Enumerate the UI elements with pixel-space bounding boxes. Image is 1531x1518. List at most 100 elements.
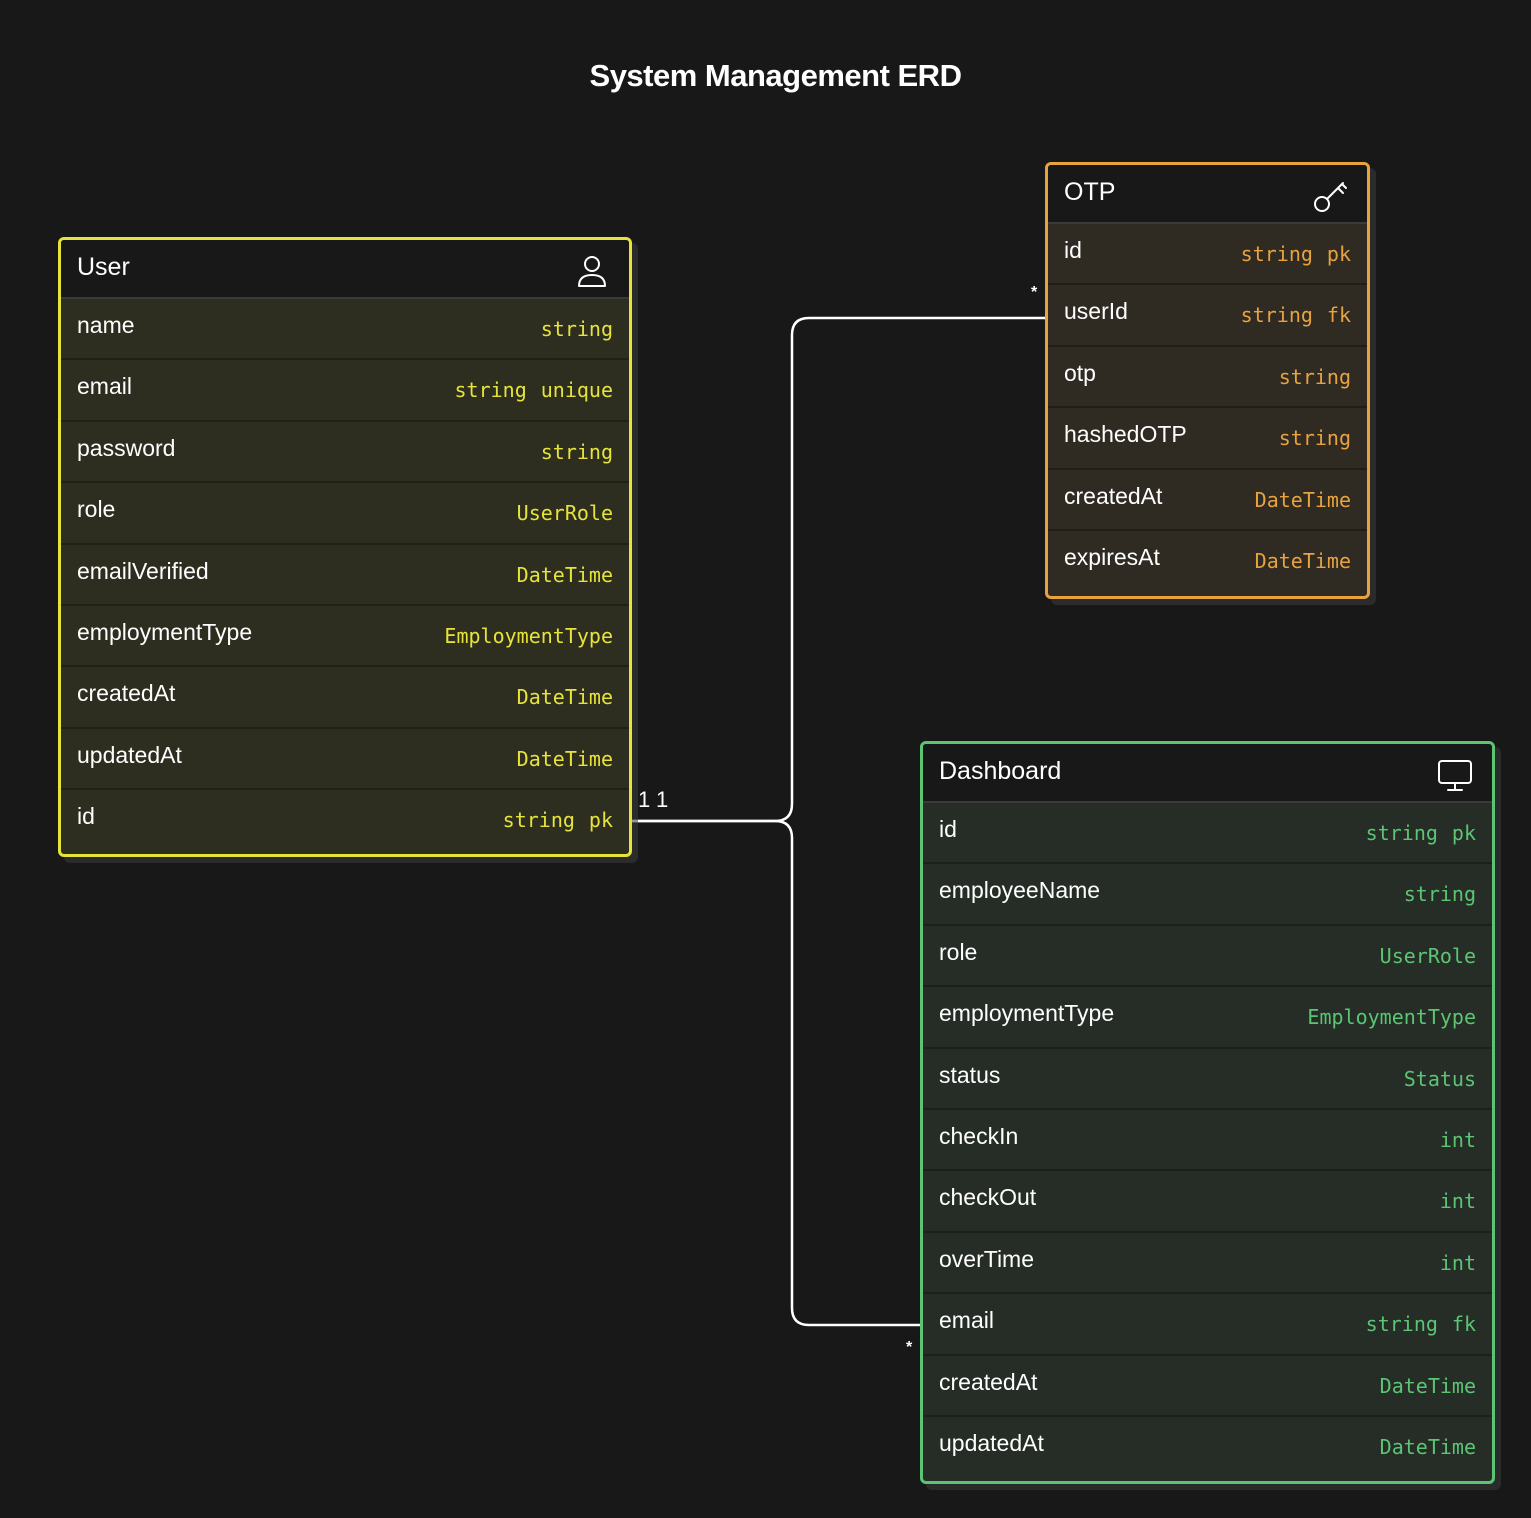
- attribute-meta: DateTime: [1380, 1374, 1476, 1398]
- attribute-meta: string fk: [1366, 1312, 1476, 1336]
- attribute-type: string: [1365, 821, 1438, 845]
- attribute-key: fk: [1451, 1312, 1476, 1337]
- attribute-type: DateTime: [1379, 1434, 1476, 1459]
- attribute-name: emailVerified: [77, 557, 209, 584]
- attribute-meta: DateTime: [517, 747, 613, 771]
- attribute-name: hashedOTP: [1064, 421, 1187, 448]
- attribute-meta: UserRole: [517, 501, 613, 525]
- attribute-type: UserRole: [516, 501, 613, 526]
- attribute-row[interactable]: employeeName string: [923, 864, 1492, 926]
- attribute-meta: UserRole: [1380, 944, 1476, 968]
- attribute-type: EmploymentType: [1307, 1005, 1476, 1030]
- attribute-key: pk: [1326, 242, 1351, 266]
- attribute-row[interactable]: name string: [61, 299, 629, 361]
- attribute-meta: DateTime: [1255, 488, 1351, 512]
- attribute-name: userId: [1064, 298, 1128, 325]
- attribute-row[interactable]: role UserRole: [923, 926, 1492, 988]
- attribute-name: expiresAt: [1064, 543, 1160, 570]
- attribute-meta: string unique: [455, 378, 614, 402]
- attribute-name: password: [77, 434, 176, 461]
- attribute-meta: string: [1404, 882, 1476, 906]
- attribute-meta: string: [1279, 365, 1351, 389]
- attribute-name: employmentType: [77, 618, 253, 645]
- attribute-row[interactable]: email string fk: [923, 1294, 1492, 1356]
- attribute-meta: int: [1440, 1251, 1476, 1275]
- attribute-name: id: [1064, 237, 1082, 263]
- attribute-type: string: [1403, 882, 1476, 907]
- attribute-key: fk: [1326, 303, 1351, 328]
- attribute-meta: string: [1279, 426, 1351, 450]
- attribute-name: status: [939, 1061, 1001, 1088]
- attribute-name: checkIn: [939, 1122, 1019, 1149]
- attribute-type: DateTime: [1379, 1373, 1476, 1398]
- attribute-type: string: [1278, 426, 1351, 451]
- attribute-row[interactable]: email string unique: [61, 360, 629, 422]
- attribute-row[interactable]: hashedOTP string: [1048, 408, 1367, 470]
- attribute-name: checkOut: [939, 1184, 1037, 1211]
- monitor-icon: [1438, 760, 1472, 791]
- attribute-type: Status: [1403, 1066, 1476, 1091]
- attribute-meta: DateTime: [1255, 549, 1351, 573]
- attribute-type: int: [1439, 1127, 1476, 1152]
- attribute-name: email: [77, 373, 132, 400]
- attribute-type: DateTime: [516, 685, 613, 710]
- attribute-name: otp: [1064, 359, 1096, 386]
- attribute-meta: string: [541, 317, 613, 341]
- attribute-name: id: [939, 816, 957, 842]
- attribute-name: name: [77, 312, 135, 338]
- attribute-row[interactable]: emailVerified DateTime: [61, 545, 629, 606]
- attribute-row[interactable]: updatedAt DateTime: [61, 729, 629, 791]
- attribute-row[interactable]: checkIn int: [923, 1110, 1492, 1172]
- cardinality-label-user-dashboard: 1: [656, 787, 669, 812]
- attribute-meta: string: [541, 440, 613, 464]
- attribute-meta: DateTime: [517, 685, 613, 709]
- attribute-name: updatedAt: [77, 741, 182, 768]
- attribute-type: string: [1365, 1312, 1438, 1337]
- attribute-name: createdAt: [939, 1368, 1038, 1395]
- attribute-name: email: [939, 1307, 994, 1334]
- attribute-meta: Status: [1404, 1067, 1476, 1091]
- attribute-type: DateTime: [516, 562, 613, 587]
- attribute-row[interactable]: createdAt DateTime: [1048, 470, 1367, 531]
- attribute-row[interactable]: expiresAt DateTime: [1048, 531, 1367, 592]
- attribute-row[interactable]: overTime int: [923, 1233, 1492, 1295]
- entity-header: User: [61, 240, 629, 299]
- attribute-row[interactable]: createdAt DateTime: [923, 1356, 1492, 1417]
- attribute-name: overTime: [939, 1245, 1034, 1272]
- entity-header: Dashboard: [923, 744, 1492, 803]
- attribute-row[interactable]: otp string: [1048, 347, 1367, 409]
- attribute-type: DateTime: [516, 746, 613, 771]
- attribute-row[interactable]: status Status: [923, 1049, 1492, 1110]
- attribute-key: unique: [540, 378, 613, 403]
- attribute-type: string: [540, 317, 613, 341]
- attribute-meta: EmploymentType: [444, 624, 613, 648]
- attribute-type: string: [454, 378, 527, 403]
- entity-user[interactable]: User name string email string unique password…: [58, 237, 632, 857]
- attribute-name: id: [77, 803, 95, 830]
- attribute-meta: int: [1440, 1128, 1476, 1152]
- attribute-row[interactable]: employmentType EmploymentType: [61, 606, 629, 668]
- attribute-type: UserRole: [1379, 943, 1476, 968]
- attribute-row[interactable]: password string: [61, 422, 629, 484]
- relationship-line-user-dashboard: [623, 819, 929, 1327]
- attribute-meta: DateTime: [1380, 1435, 1476, 1459]
- attribute-name: createdAt: [1064, 482, 1163, 509]
- attribute-name: employeeName: [939, 877, 1101, 904]
- attribute-type: string: [502, 808, 575, 833]
- attribute-name: role: [939, 938, 978, 965]
- entity-header: OTP: [1048, 165, 1367, 224]
